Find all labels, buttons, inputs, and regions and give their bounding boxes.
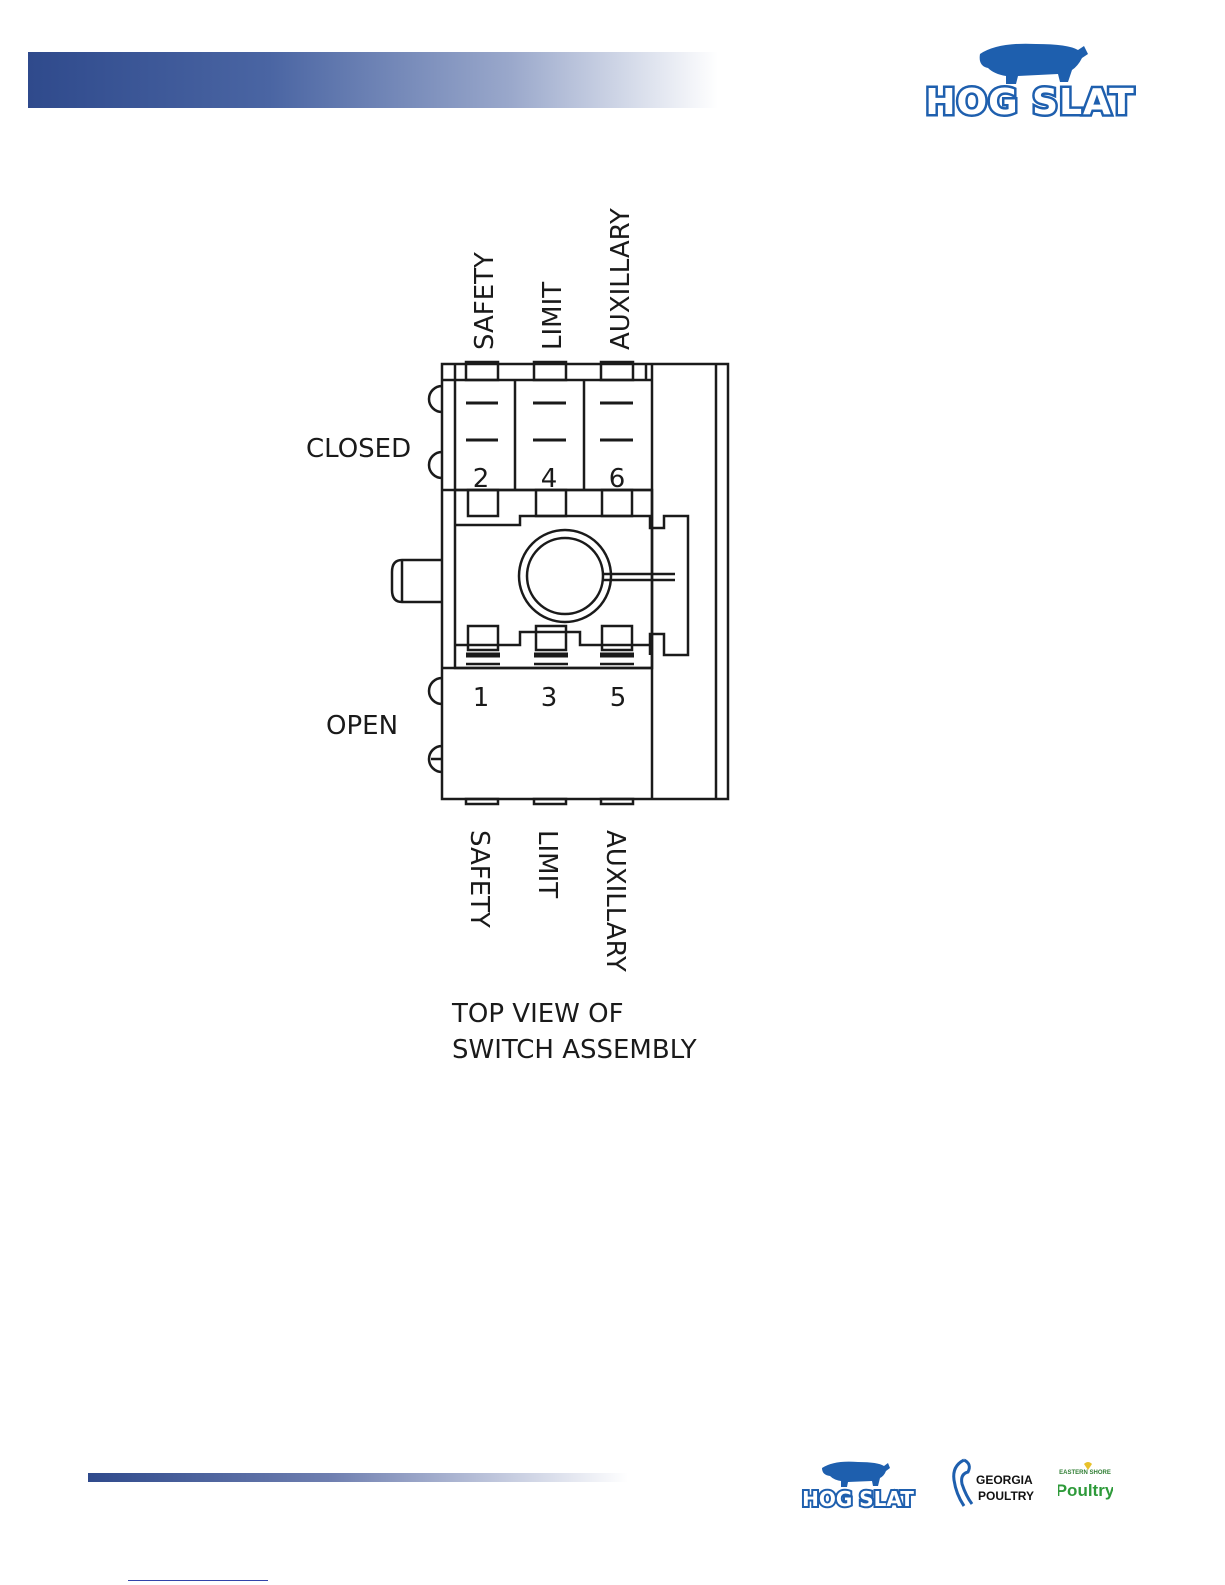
- caption-line-1: TOP VIEW OF: [451, 999, 624, 1029]
- footer-hog-slat-wordmark: HOG SLAT: [802, 1487, 914, 1511]
- bottom-terminal-tab: [534, 799, 566, 804]
- footer-gradient-bar: [88, 1473, 628, 1482]
- eastern-shore-poultry-logo: EASTERN SHORE Poultry: [1058, 1460, 1113, 1510]
- bottom-label-auxillary: AUXILLARY: [600, 830, 630, 972]
- terminal-number-1: 1: [473, 683, 490, 713]
- poultry-wordmark: Poultry: [1058, 1481, 1113, 1500]
- bottom-label-limit: LIMIT: [532, 830, 562, 898]
- cam-ring: [519, 530, 611, 622]
- georgia-text: GEORGIA: [976, 1473, 1033, 1487]
- top-label-safety: SAFETY: [470, 252, 500, 350]
- bottom-label-safety: SAFETY: [464, 830, 494, 928]
- plunger: [392, 560, 442, 602]
- georgia-poultry-logo: GEORGIA POULTRY: [946, 1454, 1036, 1514]
- poultry-text: POULTRY: [978, 1489, 1034, 1503]
- closed-label: CLOSED: [306, 434, 411, 464]
- bottom-terminal-tab: [601, 799, 633, 804]
- terminal-number-2: 2: [473, 464, 490, 494]
- pig-icon: [822, 1462, 890, 1487]
- top-label-auxillary: AUXILLARY: [606, 208, 636, 350]
- terminal-number-6: 6: [609, 464, 626, 494]
- eastern-shore-text: EASTERN SHORE: [1059, 1470, 1111, 1476]
- sprout-icon: [1084, 1462, 1092, 1470]
- bird-icon: [954, 1460, 972, 1506]
- terminal-number-3: 3: [541, 683, 558, 713]
- footer-link-rule: [128, 1580, 268, 1581]
- footer-hog-slat-logo: HOG SLAT: [792, 1456, 932, 1512]
- caption-line-2: SWITCH ASSEMBLY: [452, 1035, 697, 1065]
- terminal-number-5: 5: [610, 683, 627, 713]
- top-label-limit: LIMIT: [538, 282, 568, 350]
- open-label: OPEN: [326, 711, 398, 741]
- bottom-terminal-tab: [466, 799, 498, 804]
- terminal-number-4: 4: [541, 464, 558, 494]
